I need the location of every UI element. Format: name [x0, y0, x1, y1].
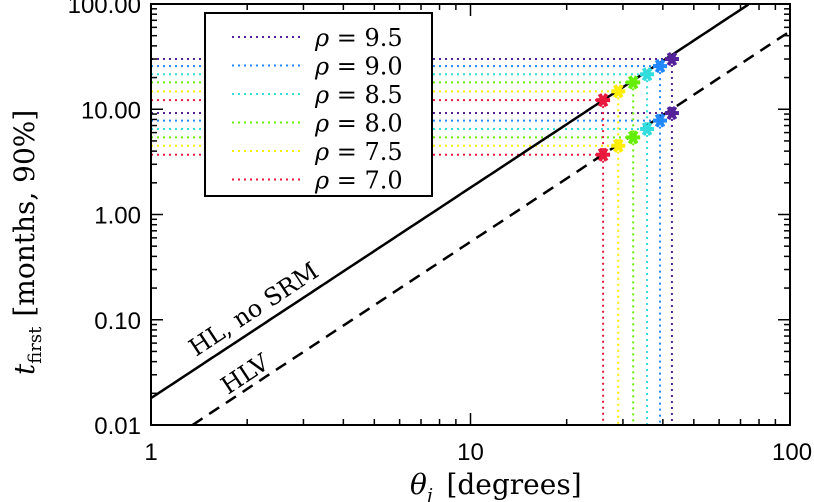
legend-label: ρ = 9.5 — [314, 24, 403, 52]
marker-hl — [596, 93, 611, 108]
markers — [596, 51, 679, 162]
legend-label: ρ = 7.0 — [314, 167, 403, 195]
x-tick-label: 100 — [772, 439, 812, 466]
legend-label: ρ = 8.0 — [314, 110, 403, 138]
marker-hl — [640, 67, 655, 82]
legend-label: ρ = 7.5 — [314, 138, 403, 166]
marker-hlv — [626, 130, 641, 145]
y-tick-label: 1.00 — [94, 203, 141, 230]
plot-frame — [150, 3, 791, 426]
marker-stroke — [654, 59, 666, 74]
x-tick-labels: 1 10 100 — [144, 439, 812, 466]
marker-hlv — [596, 147, 611, 162]
marker-hlv — [611, 138, 626, 153]
y-tick-label: 0.01 — [94, 413, 141, 440]
y-tick-label: 100.00 — [68, 0, 141, 19]
legend-label: ρ = 8.5 — [314, 81, 403, 109]
y-tick-label: 0.10 — [94, 308, 141, 335]
marker-stroke — [627, 130, 639, 145]
y-axis-title: tfirst[months, 90%] — [8, 110, 46, 375]
marker-hl — [653, 59, 668, 74]
marker-stroke — [613, 84, 624, 99]
y-tick-labels: 0.01 0.10 1.00 10.00 100.00 — [68, 0, 141, 440]
y-tick-label: 10.00 — [81, 97, 141, 124]
legend: ρ = 9.5ρ = 9.0ρ = 8.5ρ = 8.0ρ = 7.5ρ = 7… — [204, 12, 433, 197]
marker-stroke — [654, 113, 666, 128]
marker-stroke — [597, 93, 609, 108]
legend-box — [204, 12, 433, 197]
marker-hlv — [653, 113, 668, 128]
marker-hl — [626, 75, 641, 90]
legend-label: ρ = 9.0 — [314, 53, 403, 81]
marker-hl — [611, 84, 626, 99]
x-tick-label: 1 — [144, 439, 157, 466]
marker-hlv — [664, 105, 679, 121]
marker-stroke — [613, 138, 624, 153]
x-tick-label: 10 — [457, 439, 484, 466]
line-label-hlv: HLV — [216, 348, 275, 400]
marker-hlv — [640, 121, 655, 137]
marker-stroke — [597, 147, 609, 162]
marker-stroke — [666, 105, 678, 121]
x-axis-title: θj[degrees] — [410, 468, 582, 502]
marker-stroke — [641, 121, 653, 137]
marker-stroke — [641, 67, 653, 82]
marker-stroke — [627, 75, 639, 90]
marker-stroke — [666, 51, 678, 67]
marker-hl — [664, 51, 679, 67]
line-label-hl: HL, no SRM — [184, 257, 324, 362]
